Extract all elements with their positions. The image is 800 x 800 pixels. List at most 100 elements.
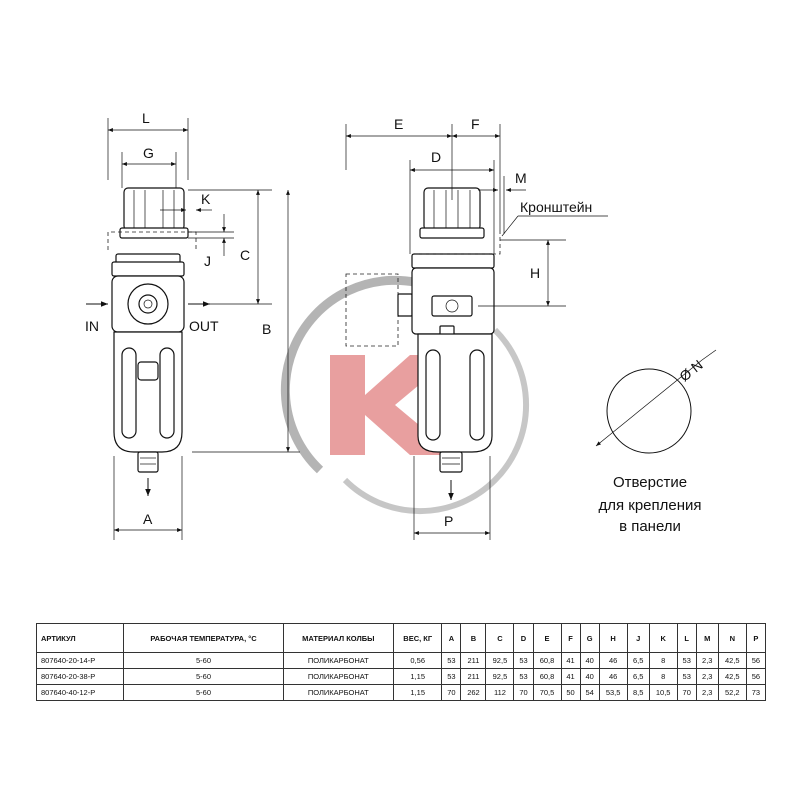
dim-label-E: E	[394, 116, 403, 132]
hole-note-line-2: для крепления	[598, 497, 701, 514]
table-cell: 112	[485, 684, 515, 701]
table-cell: 70,5	[532, 684, 562, 701]
table-cell: 70	[441, 684, 462, 701]
table-cell: 53	[513, 652, 534, 669]
dim-label-L: L	[142, 110, 150, 126]
table-header-cell: ВЕС, КГ	[393, 623, 443, 653]
table-header-cell: P	[745, 623, 767, 653]
dim-label-D: D	[431, 149, 441, 165]
table-cell: 5-60	[123, 668, 284, 685]
table-cell: 70	[676, 684, 697, 701]
table-cell: 56	[745, 668, 767, 685]
table-cell: 8	[648, 668, 678, 685]
table-cell: 6,5	[626, 668, 650, 685]
table-cell: 6,5	[626, 652, 650, 669]
front-view-dimensions	[107, 118, 300, 540]
table-header-cell: МАТЕРИАЛ КОЛБЫ	[282, 623, 395, 653]
table-cell: ПОЛИКАРБОНАТ	[282, 668, 395, 685]
table-cell: 73	[745, 684, 767, 701]
dim-label-G: G	[143, 145, 154, 161]
dim-label-A: A	[143, 511, 153, 527]
table-header-cell: G	[579, 623, 600, 653]
table-cell: 40	[579, 668, 600, 685]
table-cell: 70	[513, 684, 534, 701]
table-header-cell: РАБОЧАЯ ТЕМПЕРАТУРА, °С	[123, 623, 284, 653]
table-cell: 5-60	[123, 652, 284, 669]
table-cell: 46	[598, 652, 628, 669]
table-cell: 54	[579, 684, 600, 701]
dim-label-M: M	[515, 170, 527, 186]
dim-label-B: B	[262, 321, 271, 337]
table-cell: 1,15	[393, 668, 443, 685]
table-cell: 53	[676, 652, 697, 669]
table-cell: 2,3	[695, 668, 719, 685]
table-cell: 10,5	[648, 684, 678, 701]
table-header-cell: M	[695, 623, 719, 653]
table-header-cell: K	[648, 623, 678, 653]
hole-note-line-1: Отверстие	[613, 474, 687, 491]
table-header-cell: E	[532, 623, 562, 653]
dim-label-K: K	[201, 191, 211, 207]
table-cell: 92,5	[485, 668, 515, 685]
table-cell: 56	[745, 652, 767, 669]
table-cell: 50	[560, 684, 581, 701]
table-cell: 46	[598, 668, 628, 685]
table-cell: 53	[513, 668, 534, 685]
table-cell: 2,3	[695, 652, 719, 669]
dim-label-H: H	[530, 265, 540, 281]
table-header-cell: B	[460, 623, 487, 653]
table-cell: ПОЛИКАРБОНАТ	[282, 684, 395, 701]
table-cell: 8	[648, 652, 678, 669]
port-label-in: IN	[85, 318, 99, 334]
table-header-cell: A	[441, 623, 462, 653]
table-header-cell: D	[513, 623, 534, 653]
table-cell: 8,5	[626, 684, 650, 701]
table-cell: 60,8	[532, 668, 562, 685]
table-cell: 41	[560, 668, 581, 685]
table-cell: 211	[460, 668, 487, 685]
side-view	[345, 187, 501, 500]
panel-hole	[595, 349, 717, 454]
dim-label-P: P	[444, 513, 453, 529]
table-header-cell: H	[598, 623, 628, 653]
table-cell: 807640-20-38-P	[35, 668, 125, 685]
table-cell: 41	[560, 652, 581, 669]
table-header-cell: L	[676, 623, 697, 653]
bracket-label: Кронштейн	[520, 199, 592, 215]
table-header-cell: J	[626, 623, 650, 653]
table-header-cell: C	[485, 623, 515, 653]
dim-label-C: C	[240, 247, 250, 263]
table-cell: 53,5	[598, 684, 628, 701]
dim-label-J: J	[204, 253, 211, 269]
table-cell: 807640-20-14-P	[35, 652, 125, 669]
table-cell: 2,3	[695, 684, 719, 701]
table-cell: 92,5	[485, 652, 515, 669]
dim-label-F: F	[471, 116, 480, 132]
table-cell: 807640-40-12-P	[35, 684, 125, 701]
table-cell: 262	[460, 684, 487, 701]
table-cell: 40	[579, 652, 600, 669]
table-cell: 42,5	[717, 668, 747, 685]
table-cell: ПОЛИКАРБОНАТ	[282, 652, 395, 669]
side-view-dimensions	[345, 124, 608, 540]
table-cell: 53	[676, 668, 697, 685]
table-cell: 0,56	[393, 652, 443, 669]
table-cell: 1,15	[393, 684, 443, 701]
port-label-out: OUT	[189, 318, 219, 334]
table-cell: 52,2	[717, 684, 747, 701]
table-cell: 5-60	[123, 684, 284, 701]
table-header-cell: АРТИКУЛ	[35, 623, 125, 653]
front-view	[86, 187, 210, 496]
table-cell: 60,8	[532, 652, 562, 669]
table-cell: 211	[460, 652, 487, 669]
hole-note-line-3: в панели	[619, 518, 681, 535]
table-header-cell: N	[717, 623, 747, 653]
table-cell: 53	[441, 668, 462, 685]
